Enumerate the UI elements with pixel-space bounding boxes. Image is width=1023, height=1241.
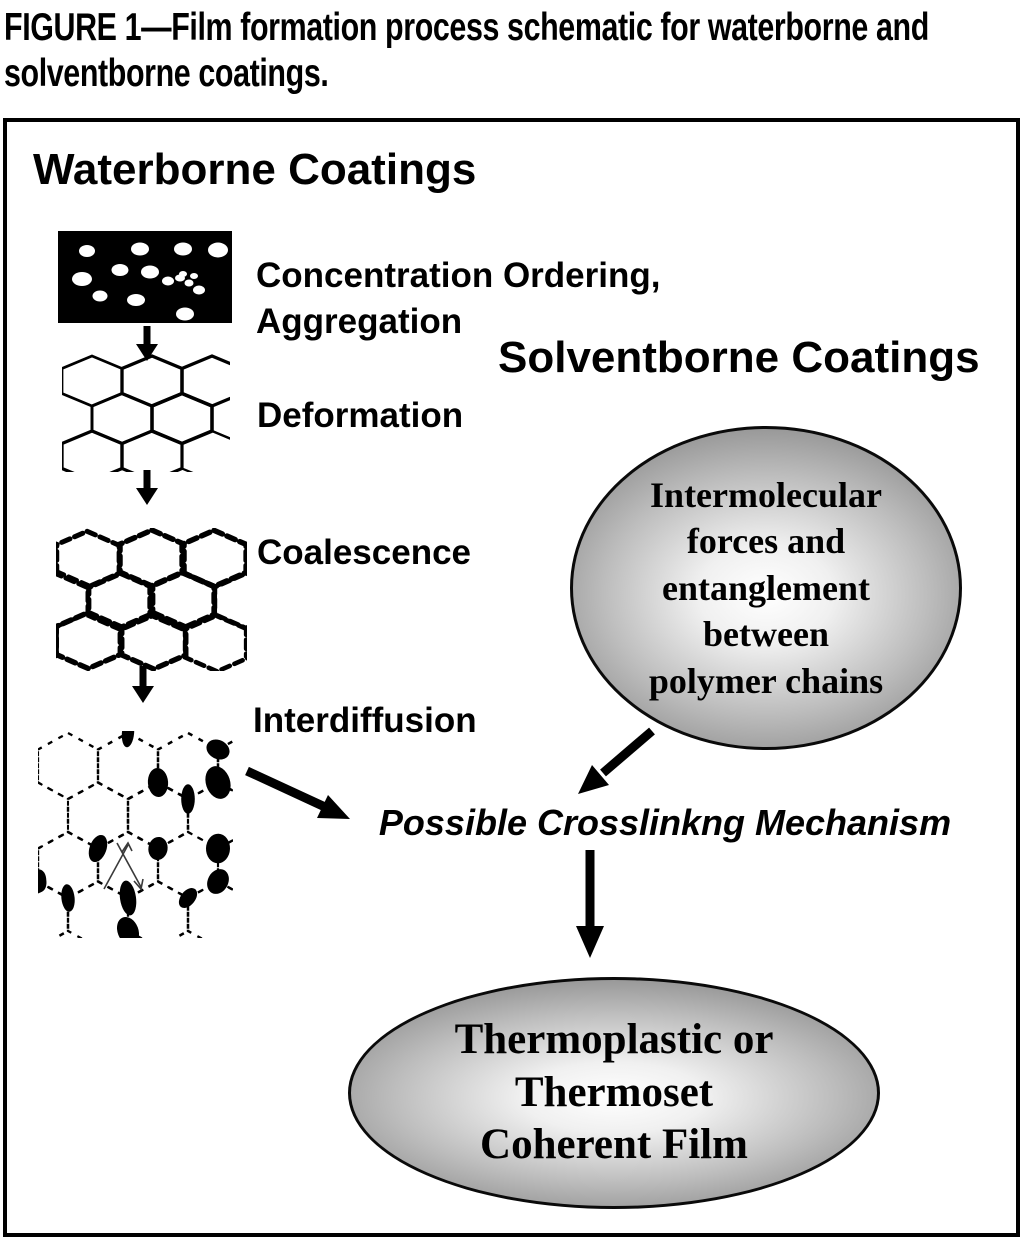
caption-line-2: solventborne coatings. <box>4 51 329 95</box>
bubble-line-5: polymer chains <box>648 660 884 701</box>
bubble-line-2: forces and <box>686 521 846 562</box>
coherent-film-bubble: Thermoplastic or Thermoset Coherent Film <box>348 977 880 1209</box>
caption-line-1: FIGURE 1—Film formation process schemati… <box>4 6 929 49</box>
arrow-interdiffusion-to-crosslinking-icon <box>245 766 350 819</box>
intermolecular-forces-bubble: Intermolecular forces and entanglement b… <box>570 426 962 750</box>
bubble-line-3: entanglement <box>662 567 870 608</box>
concentration-line-2: Aggregation <box>256 301 463 341</box>
arrow-crosslinking-to-film-icon <box>576 850 604 958</box>
diffusion-double-arrow-icon <box>103 841 144 891</box>
dispersed-particles-graphic <box>58 231 232 323</box>
step-label-interdiffusion: Interdiffusion <box>253 701 477 740</box>
film-line-1: Thermoplastic or <box>454 1015 774 1063</box>
step-label-coalescence: Coalescence <box>257 533 472 572</box>
bubble-line-1: Intermolecular <box>650 474 882 515</box>
arrow-bubble-to-crosslinking-icon <box>578 727 655 794</box>
bubble-line-4: between <box>703 614 829 655</box>
arrow-down-icon <box>136 326 158 361</box>
deformation-honeycomb-graphic <box>62 354 230 472</box>
film-line-2: Thermoset <box>514 1068 714 1116</box>
interdiffusion-graphic <box>38 731 233 938</box>
solventborne-heading: Solventborne Coatings <box>498 333 980 382</box>
arrow-down-icon <box>132 666 154 703</box>
crosslinking-mechanism-label: Possible Crosslinkng Mechanism <box>378 802 952 843</box>
step-label-concentration: Concentration Ordering, Aggregation <box>256 253 660 344</box>
arrow-down-icon <box>136 470 158 505</box>
concentration-line-1: Concentration Ordering, <box>256 256 661 295</box>
diagram-frame: Waterborne Coatings Concentration Orderi… <box>3 118 1020 1237</box>
waterborne-heading: Waterborne Coatings <box>33 145 477 194</box>
figure-caption: FIGURE 1—Film formation process schemati… <box>4 5 1018 96</box>
film-line-3: Coherent Film <box>480 1121 748 1169</box>
step-label-deformation: Deformation <box>257 396 464 435</box>
coalescence-honeycomb-graphic <box>56 528 247 671</box>
